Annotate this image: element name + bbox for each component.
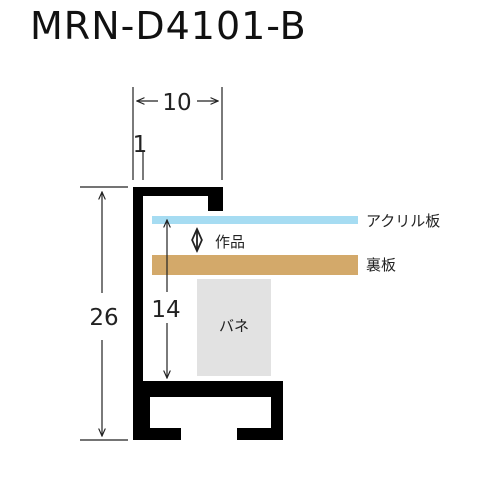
spring-label: バネ <box>219 317 249 335</box>
frame-profile <box>133 187 283 440</box>
backing-board <box>152 255 358 275</box>
acrylic-panel <box>152 216 358 224</box>
total-height-label: 26 <box>89 305 118 331</box>
rebate-depth-label: 14 <box>151 297 180 323</box>
spring-block <box>197 279 271 376</box>
frame-width-label: 10 <box>162 90 191 116</box>
backing-label: 裏板 <box>366 256 396 274</box>
face-thickness-label: 1 <box>133 132 148 158</box>
acrylic-label: アクリル板 <box>366 212 440 230</box>
artwork-label: 作品 <box>215 233 245 251</box>
product-title: MRN-D4101-B <box>30 4 307 48</box>
